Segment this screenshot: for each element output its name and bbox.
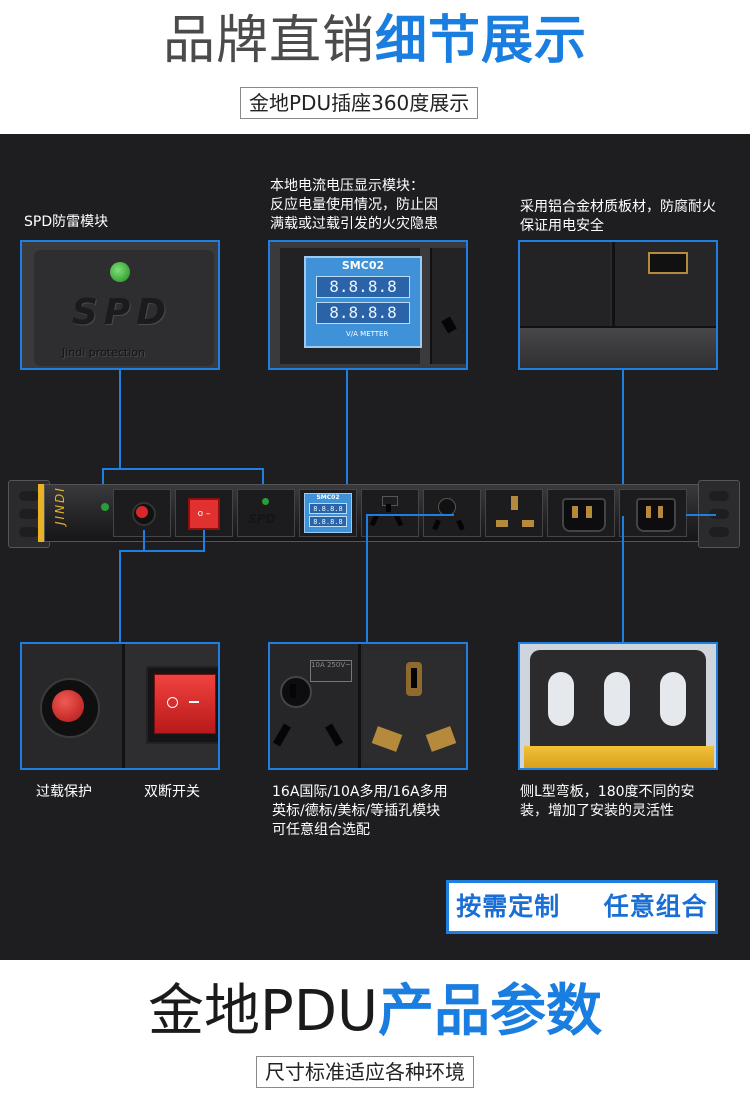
bracket-label-1: 侧L型弯板，180度不同的安 <box>520 784 695 800</box>
socket-module-1 <box>361 489 419 537</box>
adjacent-socket-edge <box>430 248 466 364</box>
overload-label: 过载保护 <box>36 784 92 800</box>
spd-led-icon <box>262 498 269 505</box>
power-led-icon <box>101 503 109 511</box>
socket-rating-label: 10A 250V~ <box>310 660 352 682</box>
switch-label: 双断开关 <box>144 784 200 800</box>
connector-spd-left <box>102 468 104 488</box>
pdu-strip: JINDI o – SPD SMC02 8.8.8.8 8.8.8. <box>8 480 740 548</box>
power-switch-icon: o – <box>188 498 220 530</box>
connector-meter <box>346 370 348 490</box>
overload-switch-frame <box>20 642 220 770</box>
bottom-header: 金地PDU产品参数 尺寸标准适应各种环境 <box>0 960 750 1098</box>
page-title-gray: 品牌直销 <box>162 11 375 71</box>
meter-display: SMC02 8.8.8.8 8.8.8.8 V/A METTER <box>304 256 422 348</box>
meter-unit-label: V/A METTER <box>346 330 389 338</box>
page-title-blue: 细节展示 <box>375 11 588 71</box>
page-title: 品牌直销细节展示 <box>0 4 750 78</box>
params-subtitle: 尺寸标准适应各种环境 <box>256 1056 474 1088</box>
connector-overload-left <box>143 530 145 552</box>
overload-module <box>113 489 171 537</box>
socket-brass-icon <box>648 252 688 274</box>
spd-small-embossed: SPD <box>248 512 276 526</box>
aluminum-profile-rail <box>520 326 716 368</box>
c13-socket-module <box>619 489 687 537</box>
socket-label-2: 英标/德标/美标/等插孔模块 <box>272 803 441 819</box>
aluminum-label-1: 采用铝合金材质板材，防腐耐火 <box>520 199 716 215</box>
bracket-slot-icon-1 <box>548 672 574 726</box>
top-header: 品牌直销细节展示 金地PDU插座360度展示 <box>0 0 750 134</box>
c19-socket-module <box>547 489 615 537</box>
aluminum-label-2: 保证用电安全 <box>520 218 604 234</box>
spd-detail-frame: SPD Jindi protection <box>20 240 220 370</box>
meter-mini-display: SMC02 8.8.8.8 8.8.8.8 <box>304 493 352 533</box>
meter-voltage-digits: 8.8.8.8 <box>316 276 410 298</box>
detail-panel: SPD防雷模块 本地电流电压显示模块： 反应电量使用情况，防止因 满载或过载引发… <box>0 134 750 960</box>
connector-bracket-v <box>622 516 624 644</box>
socket-detail-frame: 10A 250V~ <box>268 642 468 770</box>
connector-aluminum <box>622 370 624 518</box>
meter-mini-digits-1: 8.8.8.8 <box>309 503 347 514</box>
connector-overload-h <box>119 550 205 552</box>
meter-model: SMC02 <box>341 259 385 272</box>
custom-combo-button[interactable]: 按需定制 任意组合 <box>446 880 718 934</box>
ground-hole-icon <box>280 676 312 708</box>
bracket-slot-icon-3 <box>660 672 686 726</box>
bracket-slot-icon-2 <box>604 672 630 726</box>
socket-16a-panel <box>270 644 361 768</box>
connector-bracket-h <box>686 514 716 516</box>
connector-switch-right <box>203 530 205 552</box>
connector-socket-h <box>366 514 454 516</box>
socket-label-1: 16A国际/10A多用/16A多用 <box>272 784 448 800</box>
params-title: 金地PDU产品参数 <box>0 974 750 1050</box>
connector-spd-right <box>262 468 264 488</box>
bracket-detail-frame <box>518 642 718 770</box>
connector-spd-v <box>119 370 121 470</box>
spd-small-text: Jindi protection <box>62 346 145 359</box>
meter-current-digits: 8.8.8.8 <box>316 302 410 324</box>
pdu-body: JINDI o – SPD SMC02 8.8.8.8 8.8.8. <box>44 484 700 542</box>
connector-overload-v <box>119 552 121 644</box>
bracket-yellow-cap <box>524 746 714 768</box>
meter-detail-frame: SMC02 8.8.8.8 8.8.8.8 V/A METTER <box>268 240 468 370</box>
bracket-label-2: 装，增加了安装的灵活性 <box>520 803 674 819</box>
page-subtitle: 金地PDU插座360度展示 <box>240 87 479 119</box>
params-title-black: 金地PDU <box>148 979 378 1044</box>
params-title-blue: 产品参数 <box>377 979 602 1044</box>
aluminum-detail-frame <box>518 240 718 370</box>
socket-module-3 <box>485 489 543 537</box>
custom-button-left: 按需定制 <box>456 892 561 921</box>
meter-label-3: 满载或过载引发的火灾隐患 <box>270 216 438 232</box>
meter-module: SMC02 8.8.8.8 8.8.8.8 <box>299 489 357 537</box>
custom-button-right: 任意组合 <box>603 892 708 921</box>
spd-module: SPD <box>237 489 295 537</box>
left-end-cap <box>38 484 46 542</box>
spd-label: SPD防雷模块 <box>24 214 109 230</box>
spd-embossed-text: SPD <box>71 292 173 333</box>
spd-indicator-led-icon <box>110 262 130 282</box>
connector-socket-v <box>366 514 368 644</box>
socket-label-3: 可任意组合选配 <box>272 822 370 838</box>
brand-logo: JINDI <box>53 486 67 525</box>
socket-module-2 <box>423 489 481 537</box>
meter-label-2: 反应电量使用情况，防止因 <box>270 197 438 213</box>
overload-reset-button-icon <box>52 690 84 722</box>
rocker-switch-icon <box>154 674 216 734</box>
meter-mini-digits-2: 8.8.8.8 <box>309 516 347 527</box>
connector-spd-h <box>102 468 264 470</box>
meter-mini-model: SMC02 <box>316 494 340 501</box>
overload-button-icon <box>136 506 148 518</box>
meter-label-1: 本地电流电压显示模块： <box>270 178 424 194</box>
